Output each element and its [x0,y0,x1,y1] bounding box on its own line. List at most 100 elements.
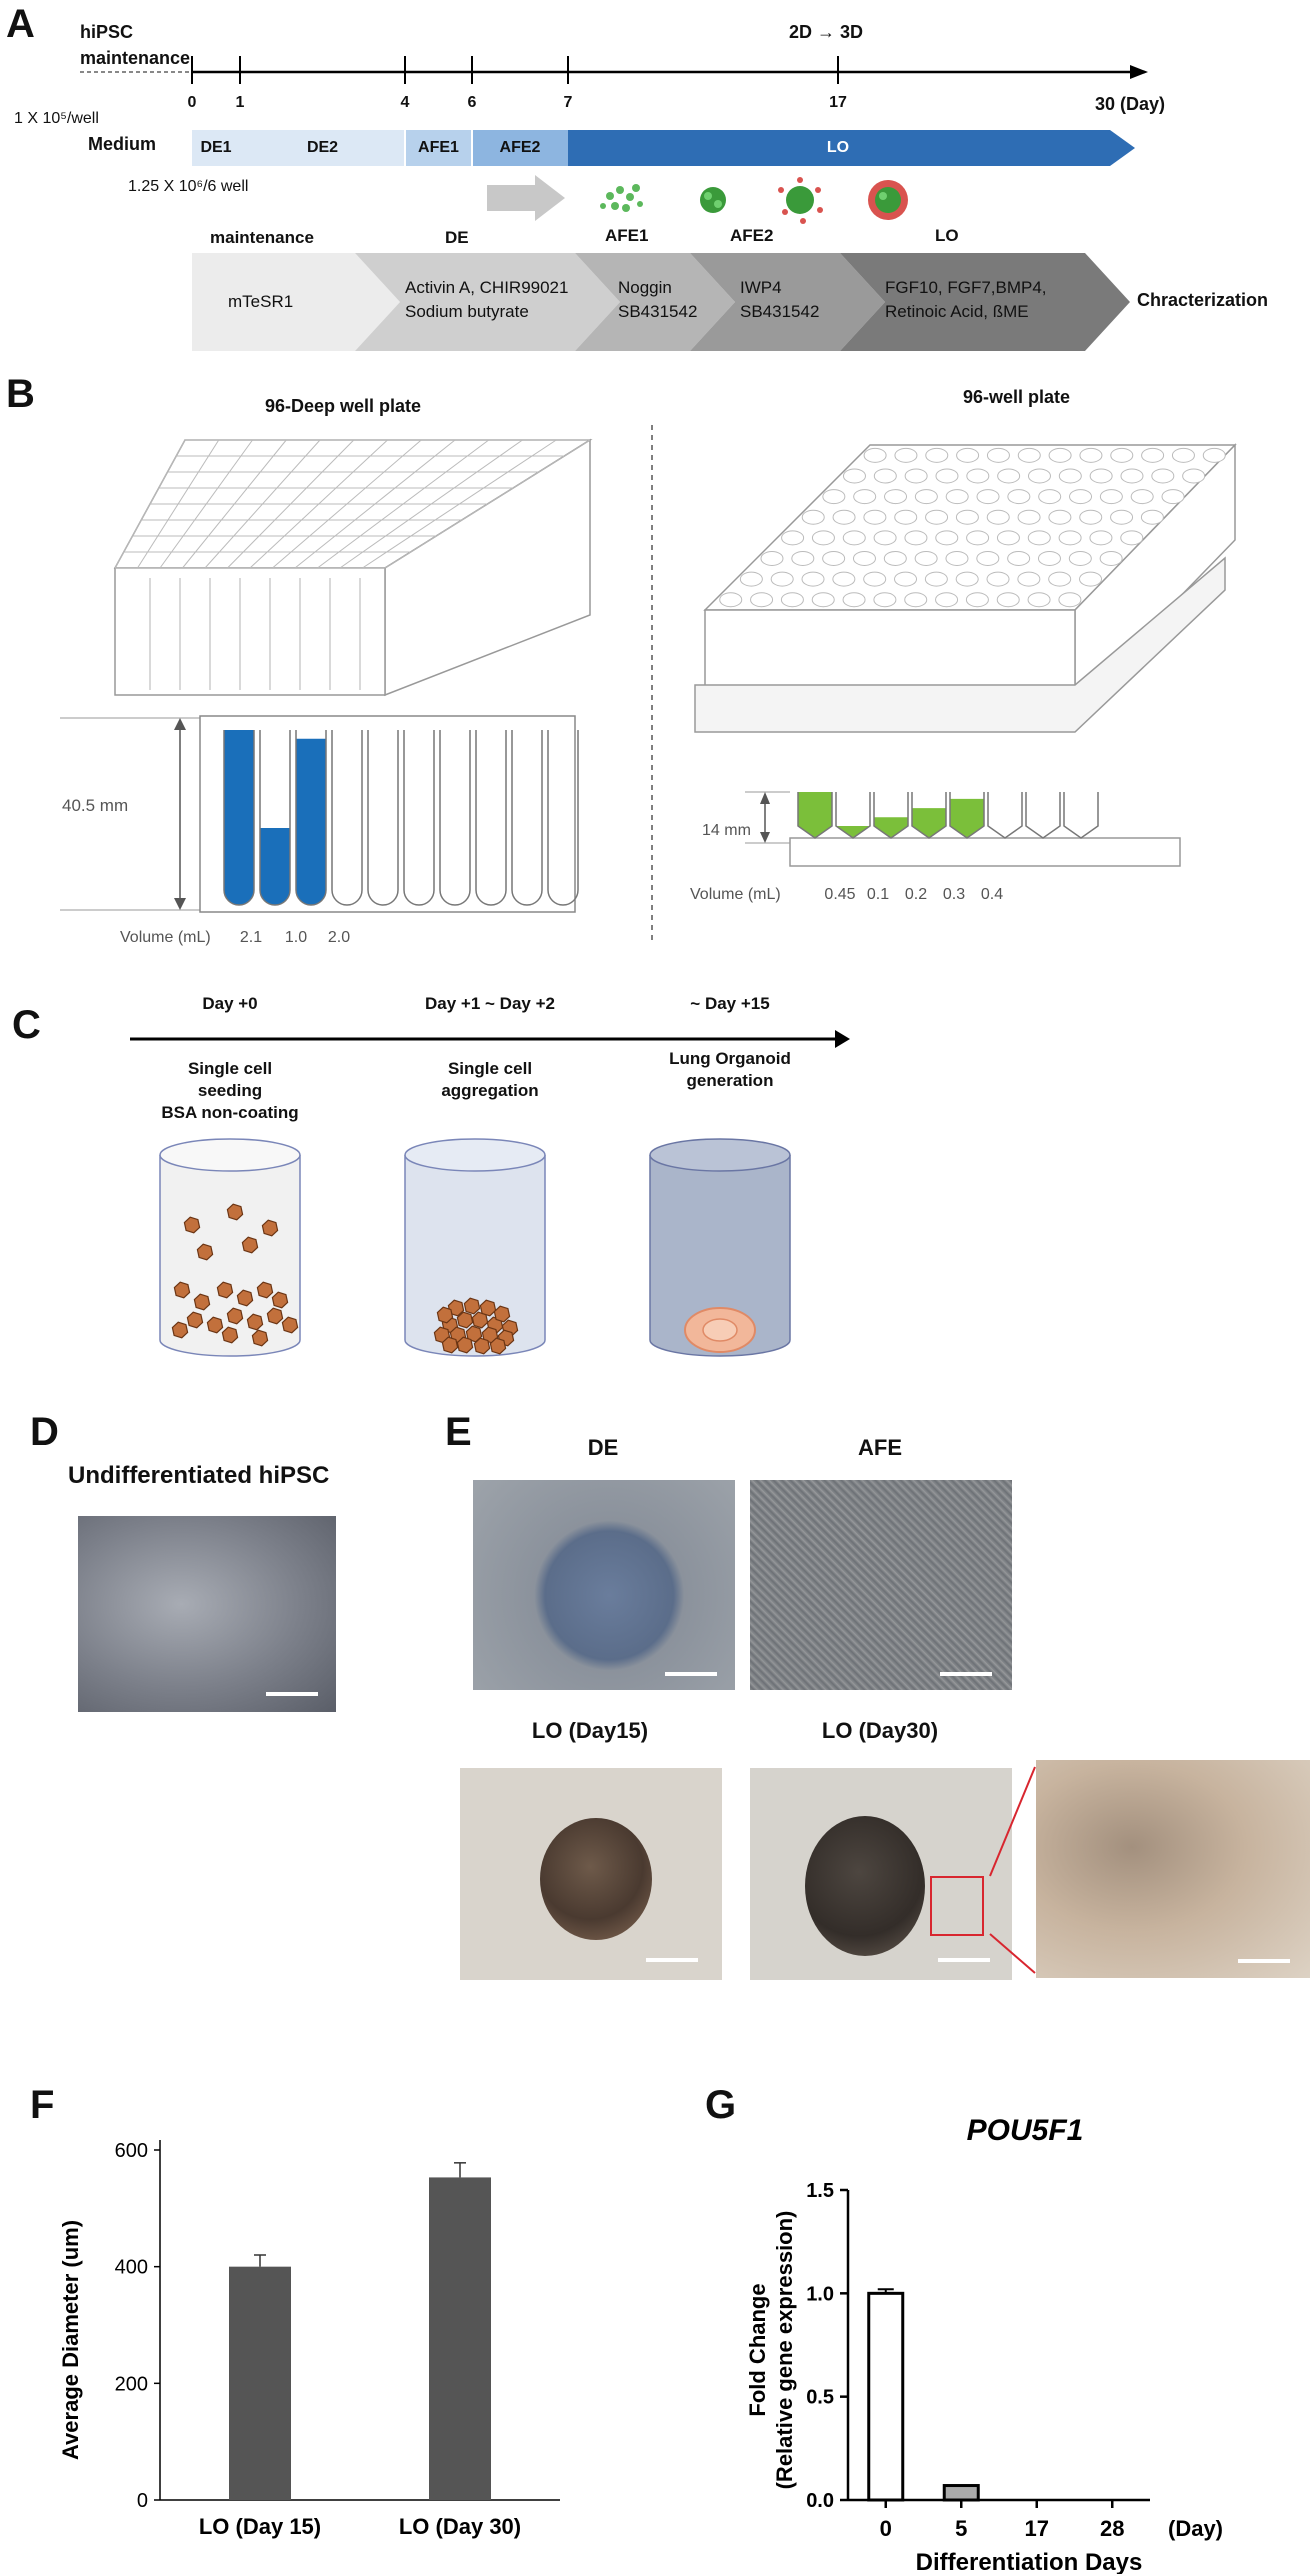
flow-maintenance-label: maintenance [210,228,314,247]
scale-bar [646,1958,698,1962]
deep-well-fill [224,730,254,905]
cell [251,1329,269,1347]
panel-label-d: D [30,1410,59,1454]
timeline-ticks [191,56,839,84]
organoid [540,1818,652,1940]
y-tick-label: 600 [115,2140,148,2162]
seeding-density-2: 1.25 X 10⁶/6 well [128,178,249,195]
step2-line2: aggregation [441,1081,539,1100]
flow-text-mtesr1: mTeSR1 [228,292,294,311]
x-axis-label: Differentiation Days [916,2549,1143,2574]
cell [173,1281,191,1299]
stage-afe1: AFE1 [418,139,459,156]
y-tick-label: 400 [115,2257,148,2279]
cell [216,1281,234,1299]
step3-desc: Lung Organoid generation [620,1048,840,1092]
cell [236,1289,254,1307]
scale-bar [938,1958,990,1962]
day-tick-6: 6 [467,94,477,111]
flat-well-fill [836,826,870,838]
deep-volume-label: Volume (mL) [120,929,211,946]
cell [206,1316,224,1334]
cell [226,1307,244,1325]
cell [456,1311,474,1329]
well-plate-title: 96-well plate [963,387,1071,407]
cell [266,1307,284,1325]
deep-volume-2: 2.0 [327,929,351,946]
panel-label-g: G [705,2083,737,2127]
flow-cell-afe1 [575,253,735,351]
flat-well-tube [911,792,947,839]
stage-bar-lo [568,130,1135,166]
deep-well-tube [439,730,471,906]
scale-bar [266,1692,318,1696]
stage-afe2: AFE2 [499,139,541,156]
day-tick-17: 17 [829,94,847,111]
flat-well-tube [987,792,1023,839]
flow-de-label: DE [445,228,469,247]
organoid [805,1816,925,1956]
panel-label-f: F [30,2083,55,2127]
scale-bar [665,1672,717,1676]
stage-bar-afe2 [472,130,568,166]
timeline-arrowhead [1130,65,1148,79]
afe-title: AFE [858,1435,902,1460]
panel-label-e: E [445,1410,472,1454]
y-tick-label: 200 [115,2373,148,2395]
step1-day: Day +0 [202,994,258,1013]
deep-well-height-label: 40.5 mm [62,796,129,815]
flat-well-height-label: 14 mm [702,822,751,839]
deep-well-tube [295,730,327,906]
scale-bar [1238,1959,1290,1963]
cell [221,1326,239,1344]
cell [489,1337,507,1355]
lo-day15-image [460,1768,722,1980]
deep-well-tube [331,730,363,906]
stage-bar-afe1 [405,130,472,166]
cell [241,1236,259,1254]
cluster-lo [868,180,908,220]
step3-line1: Lung Organoid [669,1049,791,1068]
flow-cell-de [355,253,620,351]
deep-well-title: 96-Deep well plate [265,396,422,416]
cell [447,1299,465,1317]
cell [436,1306,454,1324]
deep-well-plate [113,438,593,697]
flow-afe2-label: AFE2 [730,226,774,245]
flow-cell-lo [840,253,1130,351]
deep-well-tube [367,730,399,906]
y-tick-label: 0 [137,2490,148,2512]
flat-well-fill [798,792,832,838]
cell [479,1299,497,1317]
cluster-afe2-b [778,177,823,224]
cell [261,1219,279,1237]
2d-3d-label: 2D → 3D [789,22,864,42]
panel-c-timeline [130,1030,850,1048]
undiff-title: Undifferentiated hiPSC [68,1462,330,1489]
cell [271,1291,289,1309]
step1-line1: Single cell [187,1059,273,1078]
bar [229,2266,291,2500]
timeline-graphic [80,56,1148,351]
flat-volume-1: 0.1 [866,886,890,903]
panel-label-a: A [6,2,35,46]
flat-volume-0: 0.45 [824,886,856,903]
day-tick-1: 1 [235,94,245,111]
x-tick-label: LO (Day 15) [199,2514,321,2539]
x-tick-label: 28 [1100,2516,1124,2541]
y-axis-label-line1: Fold Change [745,2283,770,2416]
seeding-density-1: 1 X 10⁵/well [14,110,99,127]
maintenance-label: maintenance [80,48,191,68]
flat-well-tube [1063,792,1099,839]
lo-day30-image [750,1768,1012,1980]
y-tick-label: 0.0 [806,2490,834,2512]
deep-well-tube [403,730,435,906]
step1-line3: BSA non-coating [161,1103,299,1122]
deep-well-section [60,715,576,913]
zoom-connector [989,1766,1036,1974]
flow-text-lo: FGF10, FGF7,BMP4, Retinoic Acid, ßME [885,278,1047,321]
cell [493,1305,511,1323]
flat-volume-3: 0.3 [942,886,966,903]
day-end-label: 30 (Day) [1095,94,1166,114]
grey-arrow [487,175,565,221]
